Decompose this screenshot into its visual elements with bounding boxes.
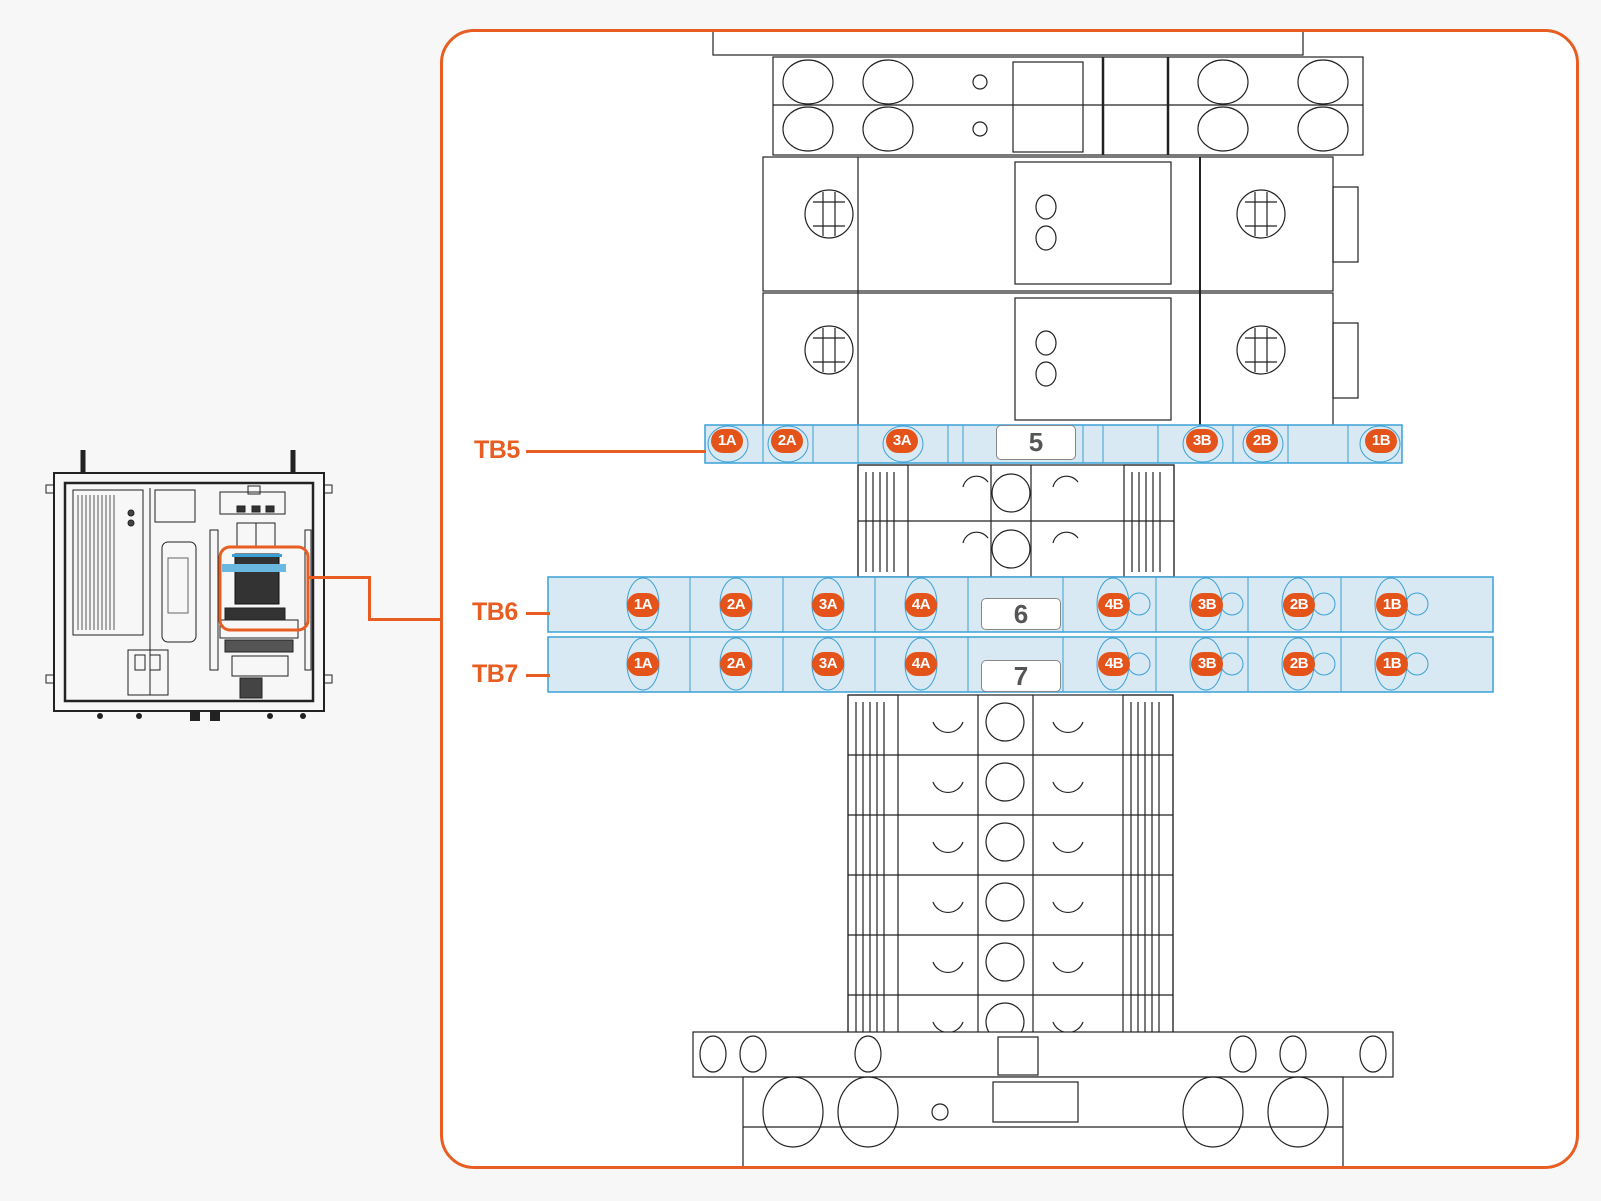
- terminal-badge-tb7-4a: 4A: [905, 652, 937, 676]
- tb7-leader-line: [526, 674, 550, 677]
- tb7-label: TB7: [472, 660, 518, 688]
- terminal-badge-tb7-4b: 4B: [1098, 652, 1130, 676]
- tb5-leader-line: [526, 450, 706, 453]
- terminal-badge-tb5-3b: 3B: [1186, 429, 1218, 453]
- terminal-badge-tb7-3a: 3A: [812, 652, 844, 676]
- terminal-badge-tb7-1b: 1B: [1376, 652, 1408, 676]
- terminal-badge-tb6-2a: 2A: [720, 593, 752, 617]
- terminal-drawing: [547, 32, 1494, 1166]
- terminal-badge-tb6-4b: 4B: [1098, 593, 1130, 617]
- terminal-badge-tb6-1b: 1B: [1376, 593, 1408, 617]
- terminal-badge-tb7-3b: 3B: [1191, 652, 1223, 676]
- terminal-badge-tb5-1b: 1B: [1365, 429, 1397, 453]
- tb6-number-box: 6: [981, 598, 1061, 630]
- terminal-badge-tb5-1a: 1A: [711, 429, 743, 453]
- terminal-badge-tb6-3b: 3B: [1191, 593, 1223, 617]
- tb6-leader-line: [526, 612, 550, 615]
- tb5-number-box: 5: [996, 425, 1076, 460]
- terminal-badge-tb5-3a: 3A: [886, 429, 918, 453]
- tb5-label: TB5: [474, 436, 520, 464]
- terminal-badge-tb7-2b: 2B: [1283, 652, 1315, 676]
- enclosure-overview: [45, 450, 333, 721]
- terminal-badge-tb7-2a: 2A: [720, 652, 752, 676]
- tb7-number-box: 7: [981, 660, 1061, 692]
- terminal-badge-tb5-2a: 2A: [771, 429, 803, 453]
- tb6-label: TB6: [472, 598, 518, 626]
- terminal-badge-tb6-3a: 3A: [812, 593, 844, 617]
- terminal-badge-tb6-4a: 4A: [905, 593, 937, 617]
- terminal-badge-tb6-1a: 1A: [627, 593, 659, 617]
- terminal-badge-tb5-2b: 2B: [1246, 429, 1278, 453]
- connector-line: [308, 576, 370, 579]
- terminal-badge-tb6-2b: 2B: [1283, 593, 1315, 617]
- terminal-badge-tb7-1a: 1A: [627, 652, 659, 676]
- zoom-detail-frame: 5 6 7 1A 2A 3A 3B 2B 1B 1A 2A 3A 4A 4B 3…: [440, 29, 1579, 1169]
- connector-line: [368, 576, 371, 621]
- connector-line: [368, 618, 442, 621]
